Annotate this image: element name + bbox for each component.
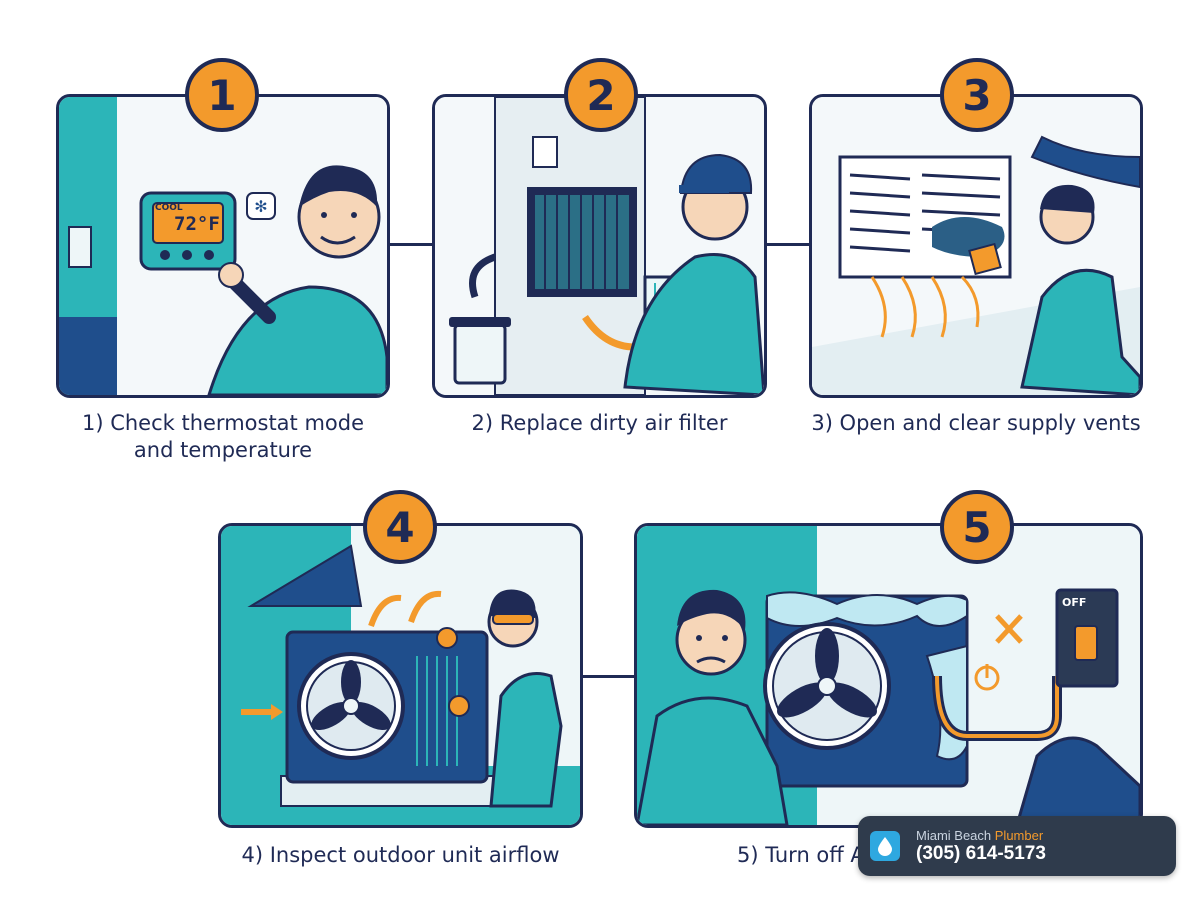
- overlay-brand-name: Miami Beach: [916, 827, 992, 843]
- step-5-illustration: [637, 526, 1140, 825]
- thermostat-mode: COOL: [155, 203, 183, 213]
- step-5-caption-line1: 5) Turn off A: [737, 843, 865, 867]
- step-5-panel: [634, 523, 1143, 828]
- connector-2-3: [765, 243, 811, 246]
- overlay-brand-accent: Plumber: [994, 827, 1044, 843]
- step-3-illustration: [812, 97, 1140, 395]
- contact-overlay[interactable]: Miami Beach Plumber (305) 614-5173: [858, 816, 1176, 876]
- thermostat-temperature: 72°F: [174, 213, 220, 235]
- overlay-phone[interactable]: (305) 614-5173: [916, 842, 1046, 864]
- step-2-illustration: [435, 97, 764, 395]
- step-1-panel: ✻: [56, 94, 390, 398]
- off-switch-label: OFF: [1062, 596, 1087, 609]
- step-4-panel: [218, 523, 583, 828]
- water-drop-icon: [870, 831, 900, 861]
- connector-1-2: [388, 243, 434, 246]
- step-3-panel: [809, 94, 1143, 398]
- step-4-badge: 4: [363, 490, 437, 564]
- step-1-caption-line2: and temperature: [133, 438, 313, 462]
- overlay-brand: Miami Beach Plumber: [916, 828, 1046, 843]
- connector-4-5: [582, 675, 636, 678]
- step-3-caption-line1: 3) Open and clear supply vents: [811, 411, 1141, 435]
- step-4-illustration: [221, 526, 580, 825]
- step-2-caption-line1: 2) Replace dirty air filter: [471, 411, 728, 435]
- step-1-badge: 1: [185, 58, 259, 132]
- step-5-badge: 5: [940, 490, 1014, 564]
- step-3-badge: 3: [940, 58, 1014, 132]
- step-2-badge: 2: [564, 58, 638, 132]
- step-1-caption-line1: 1) Check thermostat mode: [81, 411, 365, 435]
- step-3-caption: 3) Open and clear supply vents: [800, 410, 1152, 437]
- step-1-illustration: ✻: [59, 97, 387, 395]
- step-2-caption: 2) Replace dirty air filter: [432, 410, 767, 437]
- step-4-caption-line1: 4) Inspect outdoor unit airflow: [241, 843, 560, 867]
- step-4-caption: 4) Inspect outdoor unit airflow: [218, 842, 583, 869]
- svg-text:✻: ✻: [254, 197, 267, 216]
- step-1-caption: 1) Check thermostat mode and temperature: [56, 410, 390, 464]
- step-2-panel: [432, 94, 767, 398]
- step-5-caption: 5) Turn off A: [720, 842, 920, 869]
